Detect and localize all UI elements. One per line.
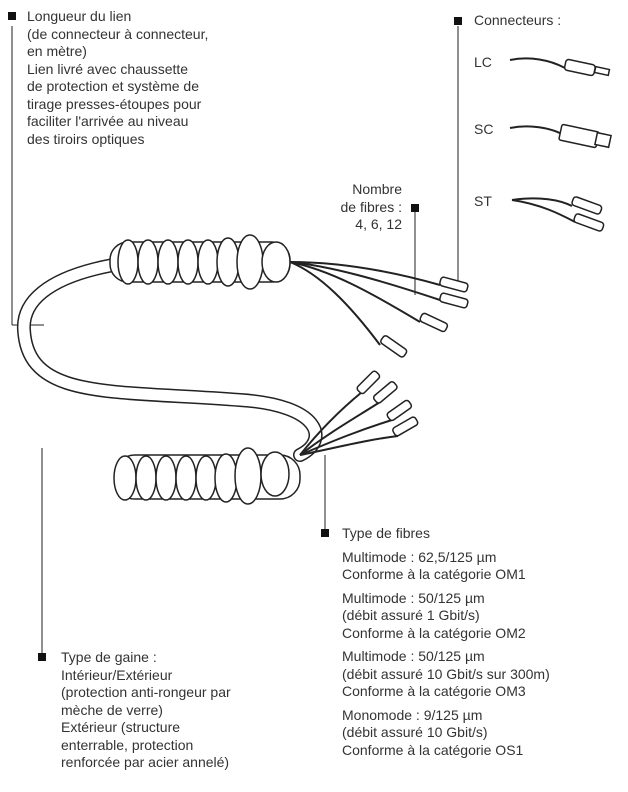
length-line: en mètre) [27, 43, 87, 59]
bullet-fiber-count [411, 204, 419, 212]
length-line: tirage presses-étoupes pour [27, 95, 202, 112]
sheath-callout: Type de gaine : Intérieur/Extérieur (pro… [61, 649, 231, 772]
fiber-type-line: (débit assuré 10 Gbit/s sur 300m) [342, 665, 550, 682]
fiber-type-callout: Type de fibres Multimode : 62,5/125 µm C… [342, 525, 550, 759]
fiber-count-line: de fibres : [340, 198, 402, 215]
fiber-type-line: Multimode : 62,5/125 µm [342, 548, 497, 565]
fiber-type-line: Conforme à la catégorie OM3 [342, 683, 526, 699]
fiber-count-line: 4, 6, 12 [355, 216, 402, 232]
fiber-type-line: (débit assuré 1 Gbit/s) [342, 607, 480, 623]
upper-grommets [117, 234, 291, 290]
fiber-type-line: Multimode : 50/125 µm [342, 648, 485, 664]
length-line: Lien livré avec chaussette [27, 60, 189, 77]
fiber-type-line: Conforme à la catégorie OM2 [342, 624, 526, 641]
fiber-type-line: Multimode : 50/125 µm [342, 589, 485, 606]
upper-connectors [380, 276, 469, 358]
connectors-heading: Connecteurs : [474, 12, 562, 28]
length-line: (de connecteur à connecteur, [27, 25, 209, 42]
upper-fanout [289, 261, 441, 346]
length-line: Longueur du lien [27, 8, 132, 24]
connector-label-sc: SC [474, 121, 494, 137]
lower-grommets [113, 447, 290, 505]
leader-lines [11, 26, 459, 657]
lower-strain-relief [113, 447, 301, 505]
fiber-type-line: Conforme à la catégorie OS1 [342, 741, 524, 758]
sheath-line: Intérieur/Extérieur [61, 666, 173, 683]
lower-connectors [356, 370, 419, 437]
connector-label-lc: LC [474, 54, 492, 70]
fiber-type-heading: Type de fibres [342, 525, 430, 541]
sheath-line: enterrable, protection [61, 736, 194, 753]
connector-sc-illustration [509, 123, 612, 149]
length-callout: Longueur du lien (de connecteur à connec… [27, 8, 208, 148]
fiber-type-line: Monomode : 9/125 µm [342, 706, 483, 723]
connector-label-st: ST [474, 193, 492, 209]
bullet-sheath [38, 653, 46, 661]
fiber-type-line: (débit assuré 10 Gbit/s) [342, 724, 488, 740]
sheath-line: renforcée par acier annelé) [61, 754, 230, 770]
sheath-line: Extérieur (structure [61, 719, 181, 735]
sheath-line: mèche de verre) [61, 701, 163, 718]
connector-lc-illustration [509, 57, 611, 77]
fiber-count-line: Nombre [352, 181, 402, 197]
fiber-type-line: Conforme à la catégorie OM1 [342, 566, 526, 582]
connector-st-illustration [511, 196, 605, 232]
length-line: faciliter l'arrivée au niveau [27, 113, 189, 129]
fiber-count-callout: Nombre de fibres : 4, 6, 12 [320, 181, 402, 234]
bullet-connectors [454, 17, 462, 25]
length-line: de protection et système de [27, 78, 199, 94]
upper-strain-relief [109, 234, 291, 290]
lower-fanout [299, 391, 399, 456]
bullet-length [8, 12, 16, 20]
bullet-fiber-type [321, 529, 329, 537]
cable-loop [16, 251, 323, 462]
sheath-line: (protection anti-rongeur par [61, 684, 231, 700]
sheath-line: Type de gaine : [61, 649, 157, 665]
length-line: des tiroirs optiques [27, 130, 145, 147]
